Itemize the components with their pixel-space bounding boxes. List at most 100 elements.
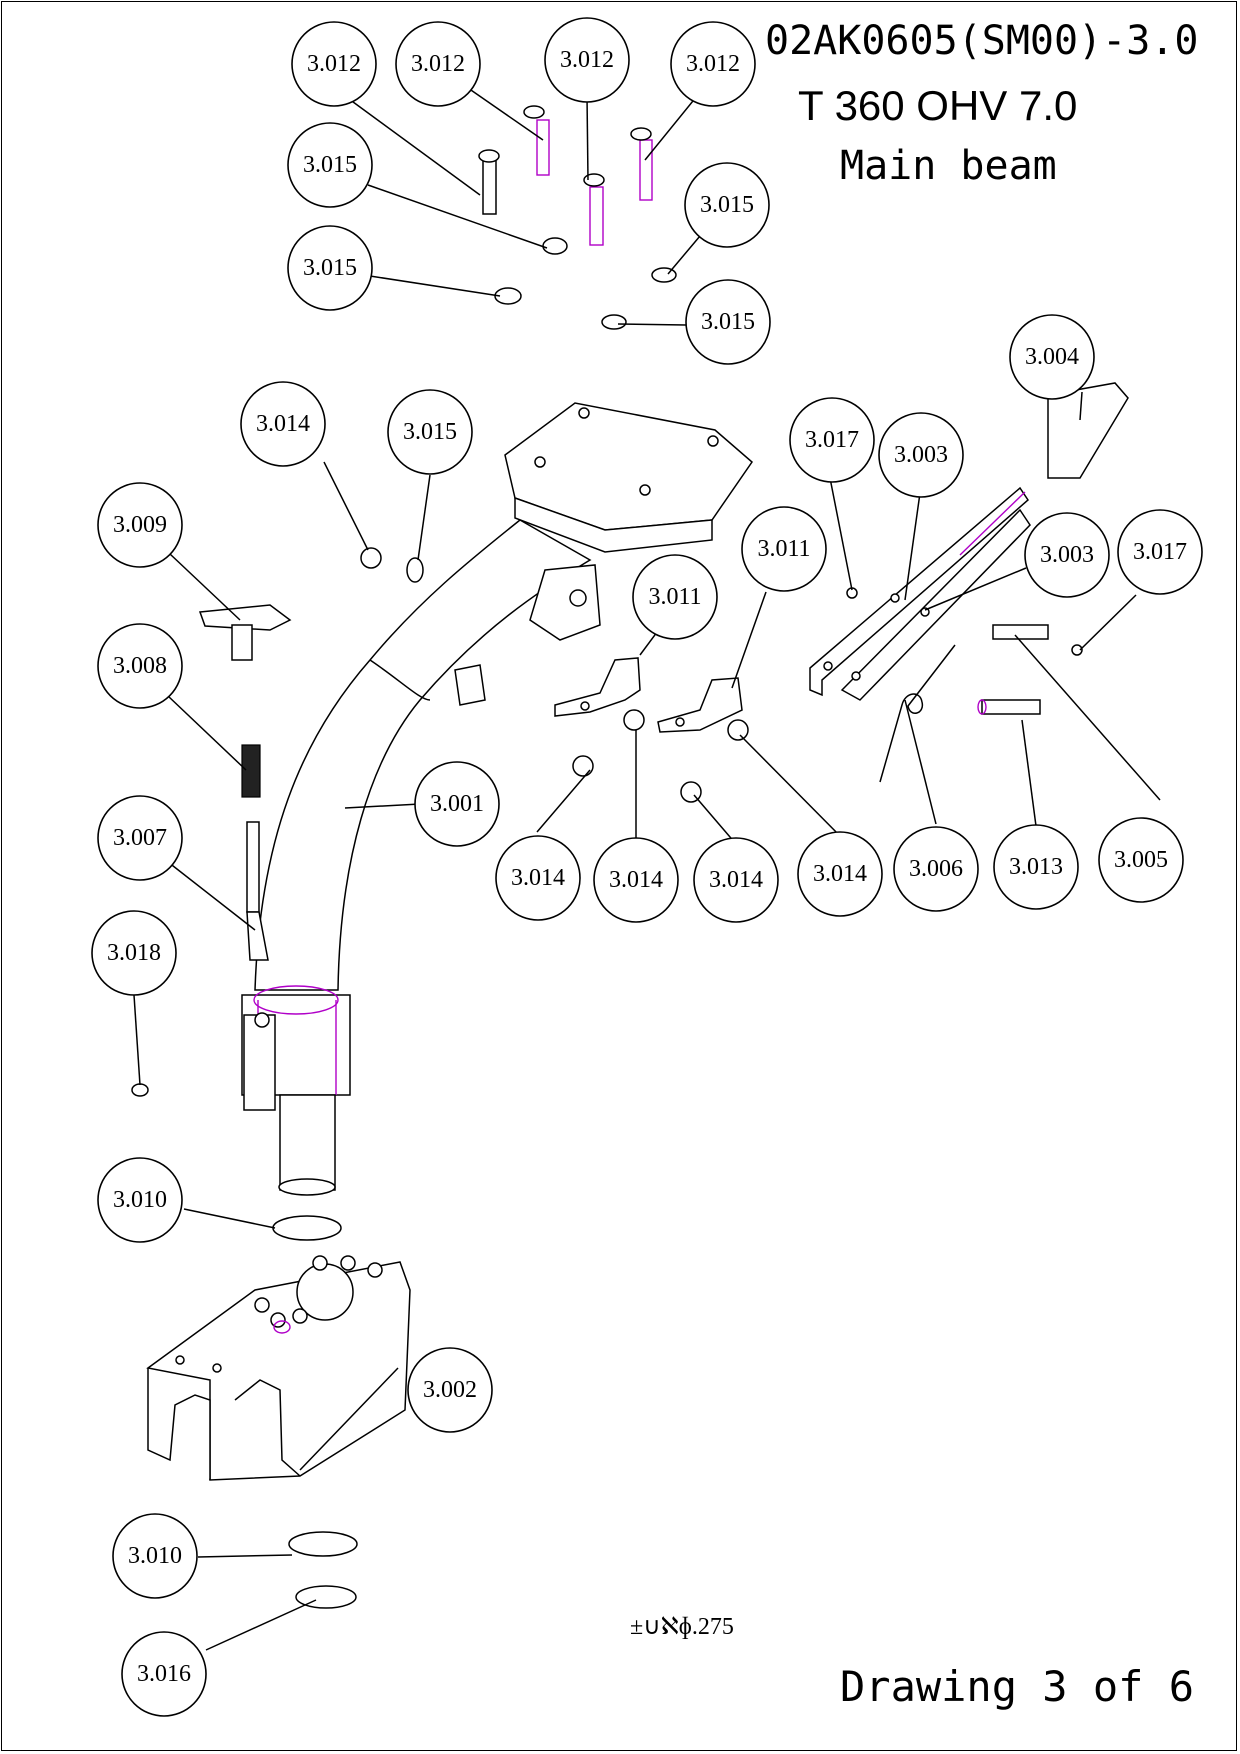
callout-circle xyxy=(240,381,326,467)
sheet-indicator: Drawing 3 of 6 xyxy=(840,1662,1195,1711)
callout-circle xyxy=(387,389,473,475)
callout-3-014: 3.014 xyxy=(240,381,326,467)
callout-label: 3.001 xyxy=(430,791,484,817)
callout-3-005: 3.005 xyxy=(1098,817,1184,903)
part-handle-pins xyxy=(198,587,1083,961)
callout-circle xyxy=(407,1347,493,1433)
part-washers-bolts xyxy=(131,105,749,1609)
callout-3-011: 3.011 xyxy=(741,506,827,592)
callout-label: 3.017 xyxy=(1133,539,1187,565)
callout-3-011: 3.011 xyxy=(632,554,718,640)
callout-circle xyxy=(291,21,377,107)
callout-circle xyxy=(632,554,718,640)
callout-3-012: 3.012 xyxy=(291,21,377,107)
callout-circle xyxy=(1098,817,1184,903)
callout-label: 3.004 xyxy=(1025,344,1079,370)
revision-stamp: ±∪ℵɸ.275 xyxy=(630,1614,734,1640)
callout-3-015: 3.015 xyxy=(684,162,770,248)
drawing-title: Main beam xyxy=(840,143,1057,189)
callout-3-018: 3.018 xyxy=(91,910,177,996)
callout-circle xyxy=(91,910,177,996)
part-clamps xyxy=(554,657,743,733)
callout-label: 3.017 xyxy=(805,427,859,453)
callout-circle xyxy=(495,835,581,921)
callout-label: 3.007 xyxy=(113,825,167,851)
callout-circle xyxy=(684,162,770,248)
callout-circle xyxy=(1009,314,1095,400)
callout-3-003: 3.003 xyxy=(878,412,964,498)
leader-lines xyxy=(133,87,1161,1651)
callout-3-017: 3.017 xyxy=(789,397,875,483)
callout-label: 3.012 xyxy=(411,51,465,77)
callout-circle xyxy=(544,17,630,103)
callout-label: 3.009 xyxy=(113,512,167,538)
callout-3-007: 3.007 xyxy=(97,795,183,881)
callout-3-014: 3.014 xyxy=(693,837,779,923)
callout-circle xyxy=(97,1157,183,1243)
callout-label: 3.015 xyxy=(700,192,754,218)
callout-3-002: 3.002 xyxy=(407,1347,493,1433)
callout-circle xyxy=(789,397,875,483)
callout-circle xyxy=(1117,509,1203,595)
callout-3-015: 3.015 xyxy=(287,122,373,208)
callout-circle xyxy=(878,412,964,498)
callout-label: 3.014 xyxy=(256,411,310,437)
callout-3-008: 3.008 xyxy=(97,623,183,709)
part-main-beam-tube xyxy=(241,402,753,1196)
callout-3-014: 3.014 xyxy=(797,831,883,917)
model-name: T 360 OHV 7.0 xyxy=(798,82,1078,129)
callout-label: 3.002 xyxy=(423,1377,477,1403)
callout-label: 3.018 xyxy=(107,940,161,966)
callout-circle xyxy=(693,837,779,923)
callout-3-003: 3.003 xyxy=(1024,512,1110,598)
callout-circle xyxy=(593,837,679,923)
callout-circle xyxy=(287,225,373,311)
callout-label: 3.015 xyxy=(303,255,357,281)
callout-3-017: 3.017 xyxy=(1117,509,1203,595)
callout-3-001: 3.001 xyxy=(414,761,500,847)
callout-label: 3.010 xyxy=(113,1187,167,1213)
callout-3-010: 3.010 xyxy=(112,1513,198,1599)
callout-circle xyxy=(414,761,500,847)
callout-label: 3.003 xyxy=(894,442,948,468)
part-base-bracket xyxy=(146,1255,411,1481)
callout-3-012: 3.012 xyxy=(544,17,630,103)
callout-label: 3.011 xyxy=(757,536,810,562)
callout-3-012: 3.012 xyxy=(395,21,481,107)
callout-label: 3.012 xyxy=(560,47,614,73)
callout-circle xyxy=(121,1631,207,1717)
callout-3-012: 3.012 xyxy=(670,21,756,107)
drawing-code: 02AK0605(SM00)-3.0 xyxy=(765,18,1199,64)
callout-3-006: 3.006 xyxy=(893,826,979,912)
callout-label: 3.014 xyxy=(609,867,663,893)
callout-label: 3.014 xyxy=(813,861,867,887)
callout-label: 3.010 xyxy=(128,1543,182,1569)
callout-label: 3.015 xyxy=(403,419,457,445)
callout-circle xyxy=(97,795,183,881)
callout-3-010: 3.010 xyxy=(97,1157,183,1243)
callout-label: 3.013 xyxy=(1009,854,1063,880)
callout-circle xyxy=(893,826,979,912)
callout-label: 3.003 xyxy=(1040,542,1094,568)
callout-3-016: 3.016 xyxy=(121,1631,207,1717)
callout-3-014: 3.014 xyxy=(593,837,679,923)
callout-circle xyxy=(1024,512,1110,598)
callout-circle xyxy=(395,21,481,107)
callout-circle xyxy=(993,824,1079,910)
callout-3-013: 3.013 xyxy=(993,824,1079,910)
callout-label: 3.011 xyxy=(648,584,701,610)
callout-label: 3.015 xyxy=(303,152,357,178)
callout-label: 3.005 xyxy=(1114,847,1168,873)
callout-bubbles: 3.012 3.012 3.012 3.012 3.015 3.015 3.015 3.015… xyxy=(91,17,1203,1717)
callout-label: 3.014 xyxy=(511,865,565,891)
callout-circle xyxy=(741,506,827,592)
callout-circle xyxy=(685,279,771,365)
callout-circle xyxy=(97,482,183,568)
callout-circle xyxy=(97,623,183,709)
callout-label: 3.008 xyxy=(113,653,167,679)
callout-circle xyxy=(670,21,756,107)
callout-3-015: 3.015 xyxy=(685,279,771,365)
callout-circle xyxy=(112,1513,198,1599)
